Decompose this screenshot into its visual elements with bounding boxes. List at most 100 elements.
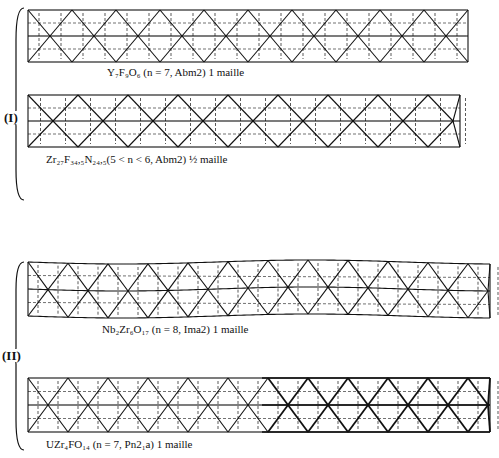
polyhedron-edge [313,259,316,260]
polyhedron-edge [115,290,118,291]
polyhedron-edge [118,317,121,318]
polyhedron-edge [448,94,451,95]
polyhedron-edge [49,9,52,10]
polyhedron-edge [130,120,133,121]
polyhedron-edge [118,35,121,36]
polyhedron-edge [454,35,457,36]
polyhedron-edge [82,94,85,95]
polyhedron-edge [136,317,139,318]
polyhedron-edge [229,431,232,432]
polyhedron-edge [388,9,391,10]
polyhedron-edge [436,431,439,433]
polyhedron-edge [184,61,187,62]
polyhedron-edge [198,266,199,314]
polyhedron-edge [301,313,304,314]
polyhedron-edge [217,35,220,36]
polyhedron-edge [79,377,82,378]
polyhedron-edge [175,404,178,405]
polyhedron-edge [172,35,175,36]
polyhedron-edge [406,9,409,10]
polyhedron-edge [292,377,295,379]
polyhedron-edge [130,290,133,291]
polyhedron-edge [103,404,106,405]
polyhedron-edge [220,288,223,289]
polyhedron-edge [187,9,190,10]
polyhedron-edge [27,10,28,62]
polyhedron-edge [109,377,112,378]
polyhedron-edge [157,290,160,291]
polyhedron-edge [292,35,295,36]
polyhedron-edge [151,377,154,378]
polyhedron-edge [166,61,169,62]
polyhedron-edge [214,315,217,316]
polyhedron-edge [484,317,487,318]
polyhedron-edge [61,404,64,405]
polyhedron-edge [163,146,166,147]
polyhedron-edge [34,404,37,405]
polyhedron-edge [172,431,175,432]
polyhedron-edge [304,404,307,406]
polyhedron-edge [418,94,421,95]
polyhedron-edge [319,61,322,62]
polyhedron-edge [238,61,241,62]
polyhedron-edge [409,262,412,263]
polyhedron-edge [379,431,382,433]
polyhedron-edge [304,286,307,287]
polyhedron-edge [256,287,259,288]
polyhedron-edge [454,120,457,121]
polyhedron-edge [315,98,316,144]
polyhedron-edge [457,317,460,318]
polyhedron-edge [343,287,346,288]
polyhedron-edge [328,260,331,261]
polyhedron-edge [214,404,217,405]
polyhedron-edge [160,377,163,378]
polyhedron-edge [121,120,124,121]
polyhedron-edge [31,262,34,263]
polyhedron-edge [208,120,211,121]
polyhedron-edge [118,263,121,264]
polyhedron-edge [34,316,37,317]
polyhedron-edge [256,9,259,10]
polyhedron-edge [127,431,130,432]
polyhedron-edge [280,35,283,36]
polyhedron-edge [37,9,40,10]
polyhedron-edge [166,35,169,36]
polyhedron-edge [271,61,274,62]
polyhedron-edge [463,9,466,10]
polyhedron-edge [391,61,394,62]
polyhedron-edge [424,404,427,406]
polyhedron-edge [382,146,385,147]
polyhedron-edge [271,9,274,10]
polyhedron-edge [46,316,49,317]
polyhedron-edge [61,13,62,59]
polyhedron-edge [82,431,85,432]
polyhedron-edge [88,94,91,95]
polyhedron-edge [55,61,58,62]
polyhedron-edge [385,120,388,121]
polyhedron-edge [40,431,43,432]
polyhedron-edge [259,13,260,59]
polyhedron-edge [283,9,286,10]
polyhedron-edge [187,94,190,95]
polyhedron-edge [154,263,157,264]
polyhedron-edge [217,315,220,316]
polyhedron-edge [337,404,340,406]
polyhedron-edge [118,9,121,10]
polyhedron-edge [145,35,148,36]
polyhedron-edge [55,262,58,263]
polyhedron-edge [175,290,178,291]
polyhedron-edge [295,313,298,314]
polyhedron-edge [136,263,139,264]
polyhedron-edge [31,377,34,378]
polyhedron-edge [43,404,46,405]
polyhedron-edge [325,314,328,315]
polyhedron-edge [73,61,76,62]
polyhedron-edge [154,94,157,95]
polyhedron-edge [343,61,346,62]
polyhedron-edge [196,316,199,317]
polyhedron-edge [373,9,376,10]
polyhedron-edge [85,9,88,10]
polyhedron-edge [88,263,91,264]
polyhedron-edge [70,120,73,121]
polyhedron-edge [331,377,334,379]
